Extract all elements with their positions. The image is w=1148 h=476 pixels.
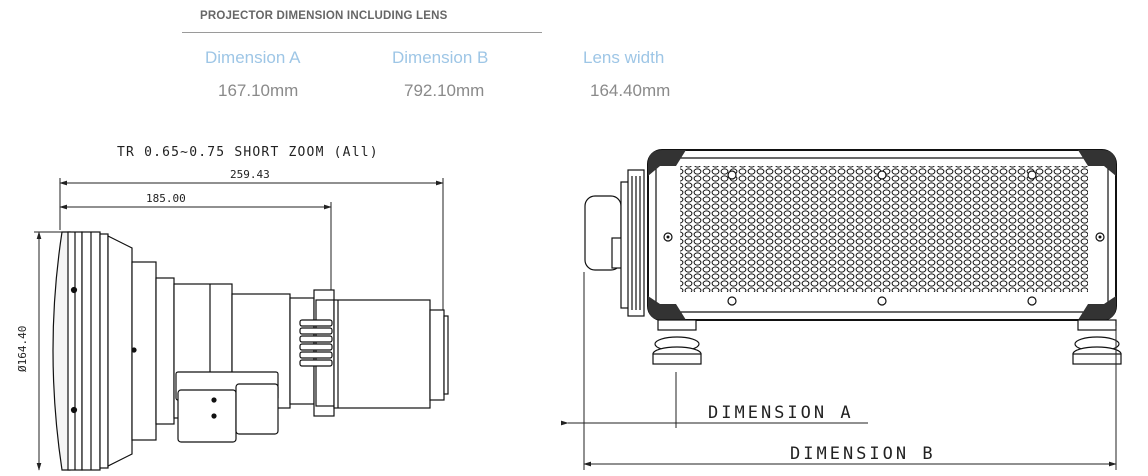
header-divider xyxy=(182,32,542,33)
dimension-body-value: 185.00 xyxy=(146,192,186,205)
dimension-diameter-value: Ø164.40 xyxy=(16,326,29,372)
lens-drawing: TR 0.65~0.75 SHORT ZOOM (All) 259.43 185… xyxy=(16,145,449,471)
dimension-body-line xyxy=(59,202,332,290)
dimension-a-label: DIMENSION A xyxy=(708,403,854,423)
spec-label-dimension-b: Dimension B xyxy=(392,48,489,67)
dimension-b-label: DIMENSION B xyxy=(790,444,936,464)
spec-table: Dimension A 167.10mm Dimension B 792.10m… xyxy=(0,0,1148,110)
section-title: PROJECTOR DIMENSION INCLUDING LENS xyxy=(200,10,448,22)
projector-vent-grid xyxy=(680,166,1088,292)
lens-gear-teeth xyxy=(299,319,333,367)
dimension-overall-value: 259.43 xyxy=(230,168,270,181)
projector-feet xyxy=(652,319,1122,365)
spec-value-dimension-a: 167.10mm xyxy=(218,81,299,100)
dimension-overall-line xyxy=(59,178,444,312)
projector-chassis xyxy=(647,149,1117,321)
spec-label-dimension-a: Dimension A xyxy=(205,48,301,67)
projector-lens xyxy=(584,169,645,317)
lens-body xyxy=(52,231,449,471)
projector-dimension-lines xyxy=(560,272,1117,470)
projector-drawing: DIMENSION A DIMENSION B xyxy=(560,149,1122,470)
spec-value-dimension-b: 792.10mm xyxy=(404,81,485,100)
spec-label-lens-width: Lens width xyxy=(583,48,665,67)
spec-value-lens-width: 164.40mm xyxy=(590,81,671,100)
lens-model-title: TR 0.65~0.75 SHORT ZOOM (All) xyxy=(117,145,379,160)
